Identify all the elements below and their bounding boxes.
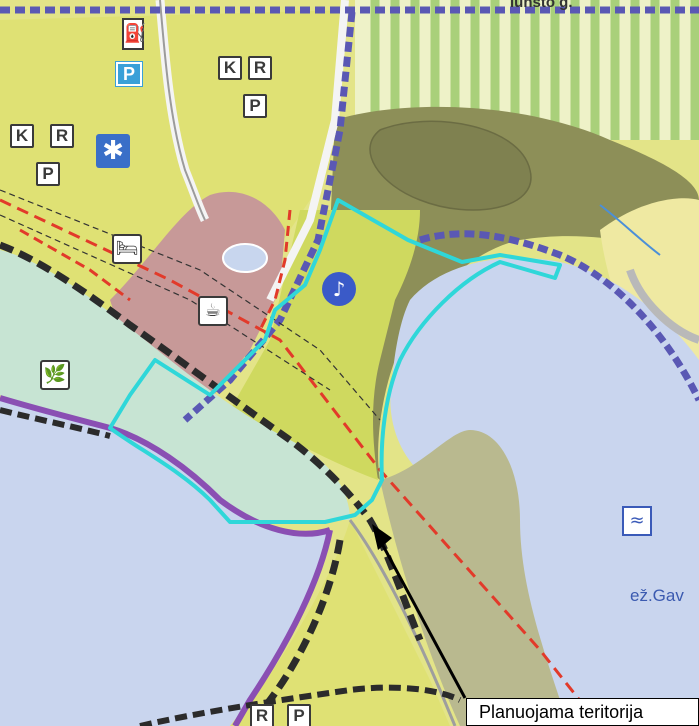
nature-reserve-icon[interactable]: 🌿 bbox=[40, 360, 70, 390]
symbol-p-west[interactable]: P bbox=[36, 162, 60, 186]
shoreline-boundary bbox=[0, 395, 331, 537]
symbol-k[interactable]: K bbox=[218, 56, 242, 80]
utility-line-red-3 bbox=[258, 209, 292, 331]
symbol-k-west[interactable]: K bbox=[10, 124, 34, 148]
symbol-p-south[interactable]: P bbox=[287, 704, 311, 726]
symbol-r[interactable]: R bbox=[248, 56, 272, 80]
road-north-south bbox=[266, 0, 349, 302]
lake-west[interactable] bbox=[0, 400, 330, 726]
pond bbox=[222, 243, 268, 273]
fuel-pump-icon[interactable]: ⛽ bbox=[122, 18, 146, 50]
symbol-r-south[interactable]: R bbox=[250, 704, 274, 726]
admin-boundary-east bbox=[418, 230, 699, 402]
admin-boundary-vertical bbox=[182, 11, 356, 423]
parking-icon[interactable]: P bbox=[115, 61, 143, 87]
utility-line-red-2 bbox=[19, 228, 131, 302]
cafe-icon[interactable]: ☕ bbox=[198, 296, 228, 326]
stream bbox=[599, 204, 661, 256]
peninsula-zone bbox=[380, 430, 560, 726]
wetland-zone bbox=[0, 250, 350, 520]
utility-line-black-thin bbox=[0, 189, 381, 421]
shore-road-west bbox=[0, 407, 111, 439]
symbol-r-west[interactable]: R bbox=[50, 124, 74, 148]
pointer-arrow bbox=[372, 524, 467, 699]
road-bottom-horizontal bbox=[139, 684, 462, 726]
planned-territory-boundary[interactable] bbox=[108, 198, 562, 524]
medical-icon[interactable]: ✱ bbox=[96, 134, 130, 168]
music-icon[interactable]: ♪ bbox=[322, 272, 356, 306]
street-label: lunsto g. bbox=[510, 0, 573, 11]
road-to-peninsula bbox=[348, 519, 457, 726]
park-zone-center bbox=[230, 210, 420, 480]
symbol-p[interactable]: P bbox=[243, 94, 267, 118]
forest-inner-patch bbox=[369, 120, 532, 211]
parking-letter: P bbox=[122, 64, 135, 84]
lake-label: ež.Gav bbox=[630, 586, 684, 605]
lake-gavaitis[interactable] bbox=[390, 257, 699, 726]
shoreline-boundary-east bbox=[232, 529, 333, 726]
road-loop-right bbox=[626, 268, 699, 344]
residential-zone-bottom bbox=[230, 520, 450, 726]
water-icon[interactable]: ≈ bbox=[622, 506, 652, 536]
planned-territory-callout: Planuojama teritorija bbox=[466, 698, 699, 726]
bed-icon[interactable]: 🛏 bbox=[112, 234, 142, 264]
road-south bbox=[247, 539, 344, 726]
